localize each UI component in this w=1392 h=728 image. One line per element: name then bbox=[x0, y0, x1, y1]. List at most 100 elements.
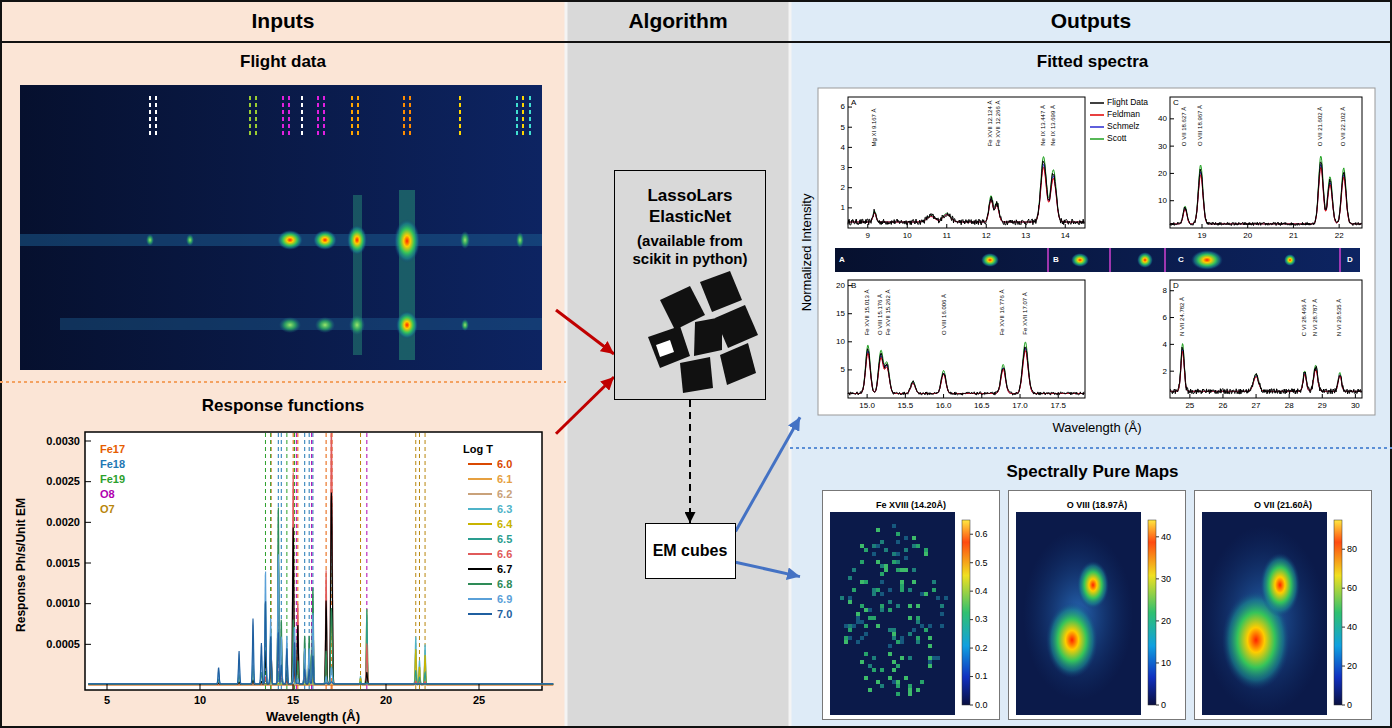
map-pixel bbox=[876, 588, 880, 592]
map-pixel bbox=[844, 624, 848, 628]
column-heading: Outputs bbox=[790, 0, 1392, 42]
detector-strip bbox=[835, 248, 1360, 272]
tick-label: 12 bbox=[982, 231, 991, 240]
spectrum-trace bbox=[848, 347, 1084, 395]
map-pixel bbox=[928, 656, 932, 660]
colorbar-label: 80 bbox=[1347, 544, 1357, 554]
ion-label: Fe19 bbox=[100, 473, 125, 486]
map-pixel bbox=[864, 608, 868, 612]
tick-label: 17.5 bbox=[1050, 401, 1066, 410]
tick-mark bbox=[1156, 705, 1159, 706]
map-pixel bbox=[880, 592, 884, 596]
map-pixel bbox=[936, 656, 940, 660]
process-box: EM cubes bbox=[645, 523, 736, 579]
map-pixel bbox=[896, 560, 900, 564]
line-marker bbox=[323, 96, 325, 136]
map-pixel bbox=[880, 608, 884, 612]
tick-mark bbox=[479, 684, 480, 690]
tick-label: 0.0025 bbox=[46, 475, 80, 488]
map-pixel bbox=[844, 636, 848, 640]
section-panel: Response functions bbox=[10, 390, 556, 726]
map-title: O VIII (18.97Å) bbox=[1009, 494, 1185, 511]
tick-label: 30 bbox=[1351, 401, 1360, 410]
tick-mark bbox=[848, 207, 852, 208]
column-panel: OutputsFitted spectraSpectrally Pure Map… bbox=[790, 0, 1392, 728]
line-marker bbox=[317, 96, 319, 136]
map-pixel bbox=[908, 632, 912, 636]
response-curve bbox=[88, 433, 553, 684]
line-label: O VIII 18.967 Å bbox=[1197, 105, 1204, 146]
tick-mark bbox=[970, 534, 973, 535]
tick-label: 10 bbox=[903, 231, 912, 240]
response-curve bbox=[88, 493, 553, 685]
legend-line bbox=[468, 568, 492, 570]
map-pixel bbox=[912, 536, 916, 540]
tick-label: 2 bbox=[841, 183, 845, 192]
algorithm-icon bbox=[700, 271, 742, 312]
column-background bbox=[566, 0, 790, 728]
emission-blob bbox=[1137, 252, 1153, 268]
map-panel: O VIII (18.97Å) bbox=[1008, 490, 1186, 720]
map-pixel bbox=[896, 532, 900, 536]
tick-label: 10 bbox=[194, 694, 206, 707]
line-marker bbox=[288, 96, 290, 136]
column-heading: Inputs bbox=[0, 0, 566, 42]
tick-label: 19 bbox=[1198, 231, 1207, 240]
map-pixel bbox=[920, 592, 924, 596]
map-pixel bbox=[848, 636, 852, 640]
map-pixel bbox=[856, 612, 860, 616]
map-pixel bbox=[892, 632, 896, 636]
map-pixel bbox=[872, 656, 876, 660]
algorithm-icon bbox=[656, 340, 674, 357]
tick-label: 17.0 bbox=[1012, 401, 1028, 410]
map-pixel bbox=[872, 588, 876, 592]
arrow-connector bbox=[736, 562, 801, 576]
spectrum-trace bbox=[1170, 162, 1362, 226]
spectrum-trace bbox=[1170, 164, 1362, 224]
map-pixel bbox=[904, 548, 908, 552]
map-pixel bbox=[912, 544, 916, 548]
colorbar-label: 0.4 bbox=[975, 586, 988, 596]
tick-mark bbox=[970, 705, 973, 706]
tick-mark bbox=[970, 676, 973, 677]
colorbar bbox=[962, 520, 970, 705]
map-pixel bbox=[872, 544, 876, 548]
emission-blob bbox=[460, 231, 470, 249]
emission-blob bbox=[313, 230, 337, 250]
line-label: O VIII 15.176 Å bbox=[877, 294, 884, 335]
tick-mark bbox=[1222, 394, 1223, 398]
plot-frame bbox=[1170, 280, 1362, 398]
line-marker bbox=[459, 96, 461, 136]
tick-label: 20 bbox=[1243, 231, 1252, 240]
tick-mark bbox=[107, 684, 108, 690]
map-pixel bbox=[896, 640, 900, 644]
legend-label: 6.8 bbox=[497, 578, 512, 591]
tick-mark bbox=[1025, 224, 1026, 228]
spectrum-trace bbox=[848, 157, 1084, 222]
tick-mark bbox=[1170, 317, 1174, 318]
legend-line bbox=[468, 553, 492, 555]
tick-label: 20 bbox=[836, 281, 845, 290]
panel-letter: B bbox=[1053, 255, 1059, 264]
tick-mark bbox=[848, 341, 852, 342]
map-pixel bbox=[896, 540, 900, 544]
map-pixel bbox=[872, 616, 876, 620]
legend-line bbox=[468, 493, 492, 495]
map-pixel bbox=[900, 640, 904, 644]
column-background bbox=[790, 0, 1392, 728]
algorithm-icon bbox=[648, 326, 690, 368]
tick-label: 15 bbox=[287, 694, 299, 707]
tick-label: 15.0 bbox=[859, 401, 875, 410]
tick-label: 4 bbox=[1163, 340, 1167, 349]
colorbar-label: 40 bbox=[1161, 532, 1171, 542]
map-pixel bbox=[908, 588, 912, 592]
ion-label: Fe17 bbox=[100, 443, 125, 456]
section-heading: Fitted spectra bbox=[800, 46, 1385, 72]
legend-label: 6.3 bbox=[497, 503, 512, 516]
line-marker bbox=[409, 96, 411, 136]
emission-blob bbox=[347, 225, 367, 255]
spectrum-trace bbox=[848, 164, 1084, 222]
tick-mark bbox=[848, 147, 852, 148]
map-pixel bbox=[876, 560, 880, 564]
arrow-connector bbox=[689, 400, 691, 523]
